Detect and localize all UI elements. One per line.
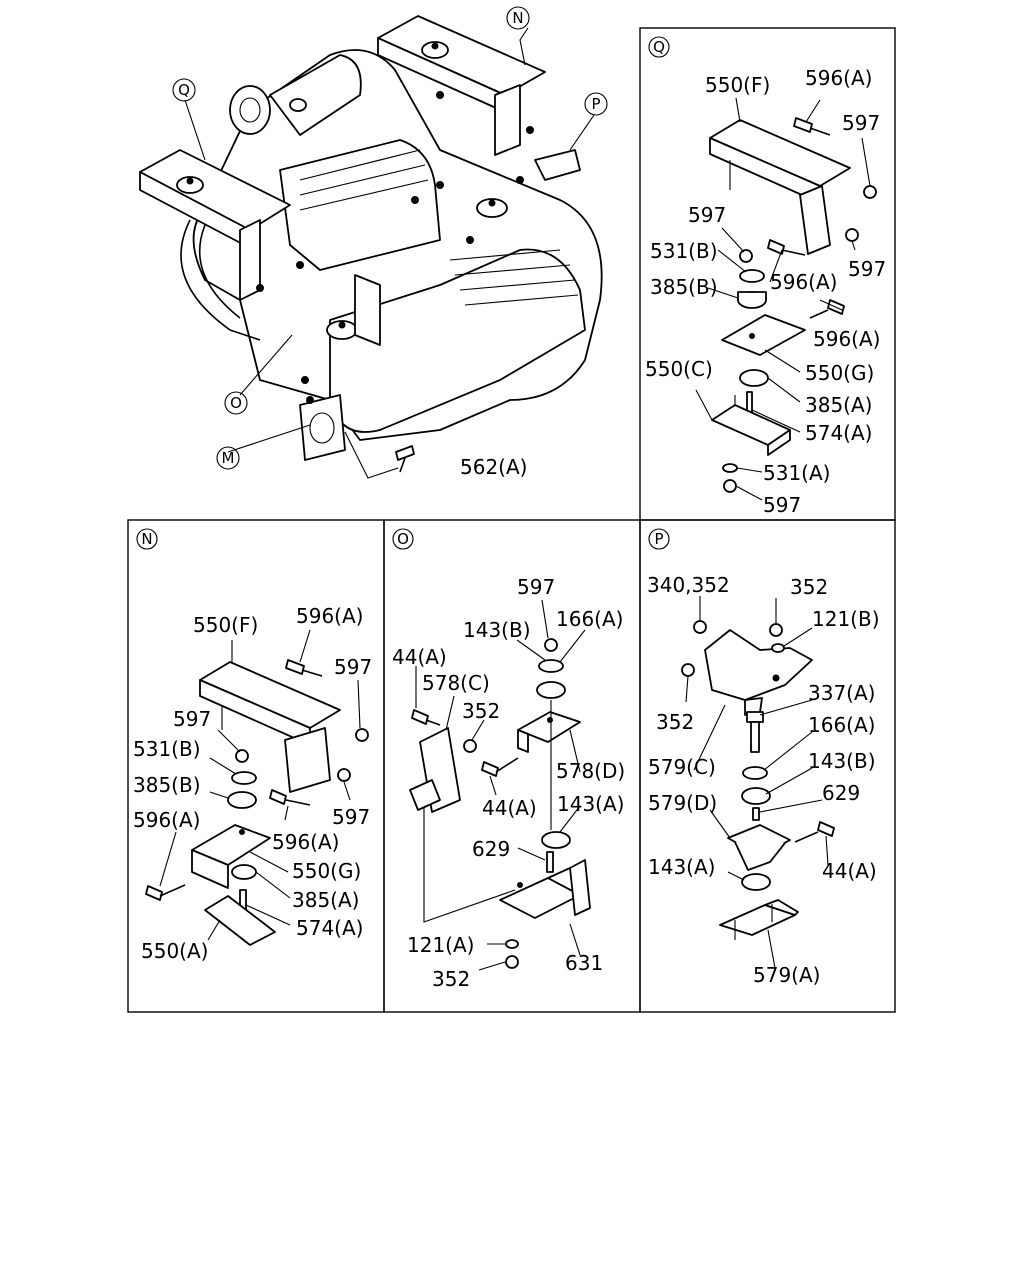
panel-o: O [392,528,625,991]
panel-p: P [647,528,880,987]
n-label-550a: 550(A) [141,939,208,963]
callout-m: M [216,446,240,470]
n-label-550f: 550(F) [193,613,258,637]
n-label-385a: 385(A) [292,888,359,912]
n-label-597-left: 597 [173,707,211,731]
q-label-597-bottom: 597 [763,493,801,517]
n-label-596a-mid: 596(A) [272,830,339,854]
panel-frames [127,27,896,1013]
o-label-352-top: 352 [462,699,500,723]
p-label-579c: 579(C) [648,755,716,779]
n-label-597-right: 597 [332,805,370,829]
p-label-579d: 579(D) [648,791,717,815]
q-label-574a: 574(A) [805,421,872,445]
panel-n-id: N [136,528,158,550]
p-label-352-top: 352 [790,575,828,599]
panel-o-id-text: O [397,530,409,548]
o-label-578c: 578(C) [422,671,490,695]
main-assembly-drawing [139,15,603,479]
p-label-121b: 121(B) [812,607,880,631]
q-label-531b: 531(B) [650,239,718,263]
n-label-550g: 550(G) [292,859,361,883]
o-label-143a: 143(A) [557,792,624,816]
q-label-385b: 385(B) [650,275,718,299]
callout-q-text: Q [178,81,190,99]
p-label-166a: 166(A) [808,713,875,737]
callout-p: P [584,92,608,116]
q-label-596a-mid: 596(A) [770,270,837,294]
p-label-143b: 143(B) [808,749,876,773]
callout-p-text: P [591,95,600,113]
q-label-385a: 385(A) [805,393,872,417]
callout-o-text: O [230,394,242,412]
panel-n: N [133,528,372,963]
panel-o-id: O [392,528,414,550]
o-label-166a: 166(A) [556,607,623,631]
callout-n-text: N [512,9,523,27]
p-label-340-352: 340,352 [647,573,730,597]
o-label-578d: 578(D) [556,759,625,783]
panel-q-id: Q [648,36,670,58]
callout-n: N [506,6,530,30]
o-label-352-bottom: 352 [432,967,470,991]
panel-p-id: P [648,528,670,550]
main-label-562a: 562(A) [460,455,527,479]
q-label-596a-top: 596(A) [805,66,872,90]
p-label-143a: 143(A) [648,855,715,879]
o-label-121a: 121(A) [407,933,474,957]
panel-p-frame [639,519,896,1013]
n-label-597-top: 597 [334,655,372,679]
p-label-629: 629 [822,781,860,805]
n-label-596a-top: 596(A) [296,604,363,628]
o-label-629: 629 [472,837,510,861]
p-label-44a: 44(A) [822,859,877,883]
q-label-596a-low: 596(A) [813,327,880,351]
o-label-597: 597 [517,575,555,599]
o-label-143b: 143(B) [463,618,531,642]
panel-n-id-text: N [141,530,152,548]
n-label-531b: 531(B) [133,737,201,761]
panel-q-id-text: Q [653,38,665,56]
o-label-44a-low: 44(A) [482,796,537,820]
callout-m-text: M [222,449,235,467]
panel-p-id-text: P [654,530,663,548]
q-label-550g: 550(G) [805,361,874,385]
q-label-550f: 550(F) [705,73,770,97]
q-label-550c: 550(C) [645,357,713,381]
q-label-531a: 531(A) [763,461,830,485]
o-label-44a-top: 44(A) [392,645,447,669]
p-label-352-left: 352 [656,710,694,734]
n-label-574a: 574(A) [296,916,363,940]
q-label-597-mid: 597 [688,203,726,227]
callout-q: Q [172,78,196,102]
q-label-597-top: 597 [842,111,880,135]
p-label-579a: 579(A) [753,963,820,987]
p-label-337a: 337(A) [808,681,875,705]
o-label-631: 631 [565,951,603,975]
main-callouts: N Q P O M 562(A) [172,6,608,479]
panel-q: Q [645,36,886,517]
n-label-596a-left: 596(A) [133,808,200,832]
q-label-597-right: 597 [848,257,886,281]
n-label-385b: 385(B) [133,773,201,797]
callout-o: O [224,391,248,415]
